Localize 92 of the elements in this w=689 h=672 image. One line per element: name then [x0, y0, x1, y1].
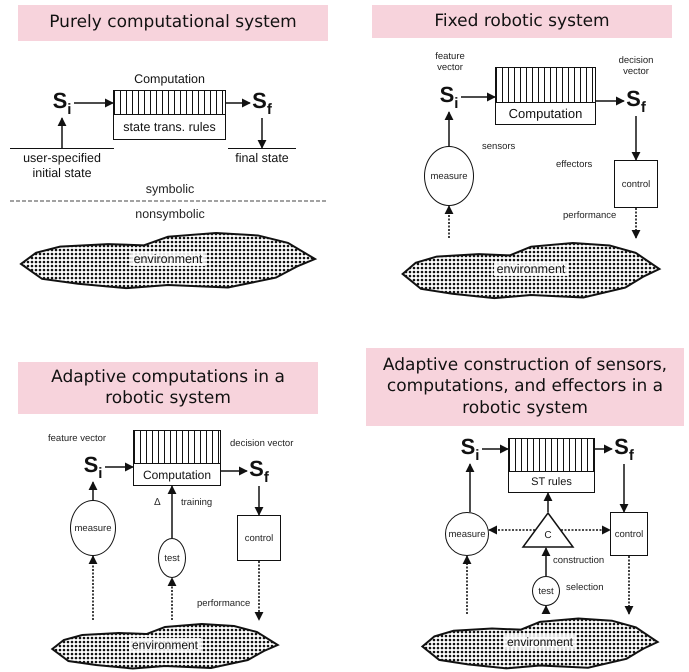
title-text: Adaptive construction of sensors, computations, and effectors in a robotic system	[382, 355, 668, 419]
box-label: Computation	[142, 468, 212, 482]
annotation-text: sensors	[482, 142, 516, 153]
state-symbol: S$_{i}$	[437, 82, 461, 112]
text-label: symbolic	[144, 182, 196, 196]
node-label: test	[164, 552, 180, 564]
computation-box	[495, 67, 596, 125]
node-label: control	[614, 528, 644, 540]
state-symbol: S$_{i}$	[81, 452, 105, 482]
dotted-arrow	[444, 205, 454, 238]
state-symbol: S$_{f}$	[250, 88, 274, 118]
title-banner	[18, 5, 328, 41]
title-text: Fixed robotic system	[434, 10, 610, 32]
dotted-arrow	[561, 526, 611, 534]
title-banner	[366, 348, 684, 426]
circle-node	[532, 576, 560, 606]
dotted-arrow	[488, 526, 535, 534]
edge-label: training	[180, 497, 214, 508]
dotted-arrow	[624, 556, 634, 615]
state-label: final state	[228, 148, 296, 170]
box-label: state trans. rules	[123, 120, 216, 134]
text-label: Δ	[154, 497, 162, 508]
arrow	[168, 485, 176, 538]
title-text: Adaptive computations in a robotic system	[50, 366, 286, 410]
node-label: C	[544, 530, 552, 541]
node-label: environment	[504, 635, 576, 649]
node-label: environment	[130, 252, 206, 266]
text-label: nonsymbolic	[134, 207, 206, 222]
arrow	[88, 481, 98, 500]
annotation-text: selection	[566, 583, 604, 594]
box-heading: Computation	[133, 72, 206, 86]
arrow	[258, 118, 266, 149]
arrow	[482, 444, 509, 454]
state-symbol: S$_{i}$	[50, 88, 74, 118]
title-banner	[372, 5, 672, 38]
arrow	[444, 111, 454, 146]
arrow	[596, 96, 625, 106]
dotted-arrow	[462, 555, 472, 614]
state-symbol: S$_{f}$	[612, 434, 636, 464]
box-label: Computation	[508, 106, 582, 121]
circle-node	[70, 500, 116, 556]
annotation-text: decision vector	[618, 56, 654, 78]
node-label: environment	[128, 638, 202, 652]
node-label: measure	[430, 170, 468, 182]
arrow	[595, 444, 613, 454]
arrow	[461, 92, 496, 102]
state-label: user-specified initial state	[10, 148, 114, 182]
dotted-arrow	[254, 561, 264, 621]
arrow	[632, 116, 640, 161]
triangle-node	[522, 512, 574, 548]
circle-node	[158, 538, 186, 578]
node-label: control	[622, 178, 650, 190]
edge-label: construction	[552, 555, 606, 566]
edge-label: performance	[196, 598, 252, 609]
dotted-arrow	[168, 577, 176, 620]
arrow	[542, 547, 550, 576]
circle-node	[445, 512, 489, 556]
dotted-arrow	[542, 605, 550, 614]
arrow	[226, 98, 251, 108]
dotted-arrow	[632, 208, 640, 239]
box-label: ST rules	[531, 476, 572, 488]
computation-box	[133, 430, 221, 486]
node-label: environment	[494, 262, 568, 276]
environment-blob	[50, 620, 280, 670]
node-label: measure	[74, 522, 112, 534]
arrow	[544, 492, 552, 512]
arrow	[221, 466, 248, 476]
title-text: Purely computational system	[49, 12, 297, 34]
state-symbol: S$_{i}$	[458, 434, 482, 464]
state-symbol: S$_{f}$	[247, 456, 271, 486]
arrow	[620, 464, 628, 513]
annotation-text: feature vector	[48, 434, 108, 445]
process-box	[237, 515, 281, 561]
title-banner	[18, 362, 318, 414]
arrow	[105, 462, 134, 472]
process-box	[614, 160, 658, 208]
process-box	[610, 512, 648, 556]
arrow	[58, 117, 66, 148]
arrow	[254, 486, 264, 516]
computation-box	[508, 438, 595, 493]
state-symbol: S$_{f}$	[624, 86, 648, 116]
annotation-text: effectors	[556, 160, 594, 171]
arrow	[74, 98, 114, 108]
annotation-text: decision vector	[230, 439, 294, 450]
node-label: measure	[448, 528, 486, 540]
dotted-arrow	[88, 555, 98, 620]
edge-label: performance	[562, 210, 618, 221]
annotation-text: feature vector	[434, 52, 466, 74]
computation-box	[113, 90, 226, 140]
arrow	[466, 463, 474, 512]
node-label: control	[244, 532, 274, 544]
node-label: test	[538, 586, 554, 596]
